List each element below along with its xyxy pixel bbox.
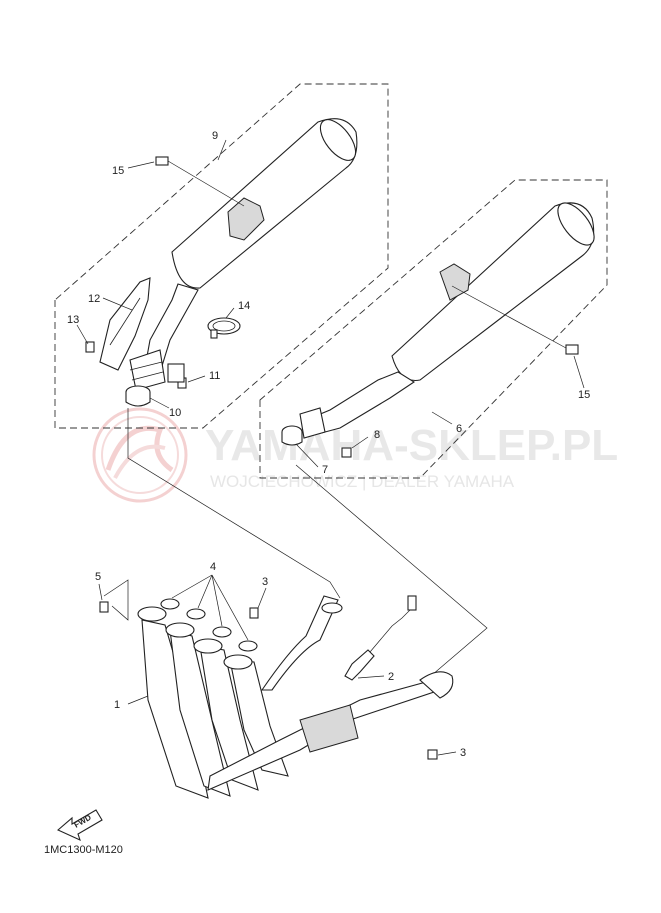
clamp: [207, 317, 241, 339]
callout-15-right: 15: [578, 389, 590, 401]
callout-13: 13: [67, 314, 79, 326]
right-muffler: [299, 202, 595, 439]
bolt-13: [85, 341, 95, 353]
watermark-logo: [92, 407, 188, 503]
gasket-7: [281, 425, 303, 446]
diagram-code: 1MC1300-M120: [44, 844, 123, 856]
exhaust-pipe-assembly: [137, 595, 454, 799]
heat-shield-plate: [99, 277, 151, 371]
callout-11: 11: [209, 370, 220, 382]
right-connection-line: [295, 464, 488, 676]
callout-1: 1: [114, 699, 120, 711]
bolt-3-lower: [427, 749, 438, 760]
bolt-3-upper: [249, 607, 259, 619]
bolt-5: [99, 601, 109, 613]
callout-6: 6: [456, 423, 462, 435]
callout-3-upper: 3: [262, 576, 268, 588]
leader-lines: [76, 139, 585, 756]
callout-3-lower: 3: [460, 747, 466, 759]
left-connection-line: [127, 408, 341, 599]
gasket-ring: [125, 385, 151, 407]
watermark-title: YAMAHA-SKLEP.PL: [205, 421, 618, 470]
callout-5: 5: [95, 571, 101, 583]
left-muffler: [129, 118, 358, 391]
callout-9: 9: [212, 130, 218, 142]
o2-sensor: [344, 595, 417, 681]
callout-14: 14: [238, 300, 250, 312]
watermark-subtitle: WOJCIECHOWICZ | DEALER YAMAHA: [210, 472, 515, 491]
bolt-5-leader: [103, 579, 129, 621]
gasket-plate-11: [167, 363, 185, 383]
gaskets-4: [160, 574, 258, 652]
callout-2: 2: [388, 671, 394, 683]
callout-7: 7: [322, 464, 328, 476]
bolt-15-left: [155, 156, 245, 207]
callout-8: 8: [374, 429, 380, 441]
bolt-8: [341, 447, 352, 458]
bolt-15-right: [451, 285, 579, 355]
right-muffler-group-box: [259, 179, 608, 479]
left-muffler-group-box: [54, 83, 389, 429]
callout-10: 10: [169, 407, 181, 419]
callout-15-left: 15: [112, 165, 124, 177]
callout-12: 12: [88, 293, 100, 305]
watermark: YAMAHA-SKLEP.PL WOJCIECHOWICZ | DEALER Y…: [92, 407, 618, 503]
callout-4: 4: [210, 561, 216, 573]
fwd-direction-badge: FWD: [56, 809, 103, 842]
